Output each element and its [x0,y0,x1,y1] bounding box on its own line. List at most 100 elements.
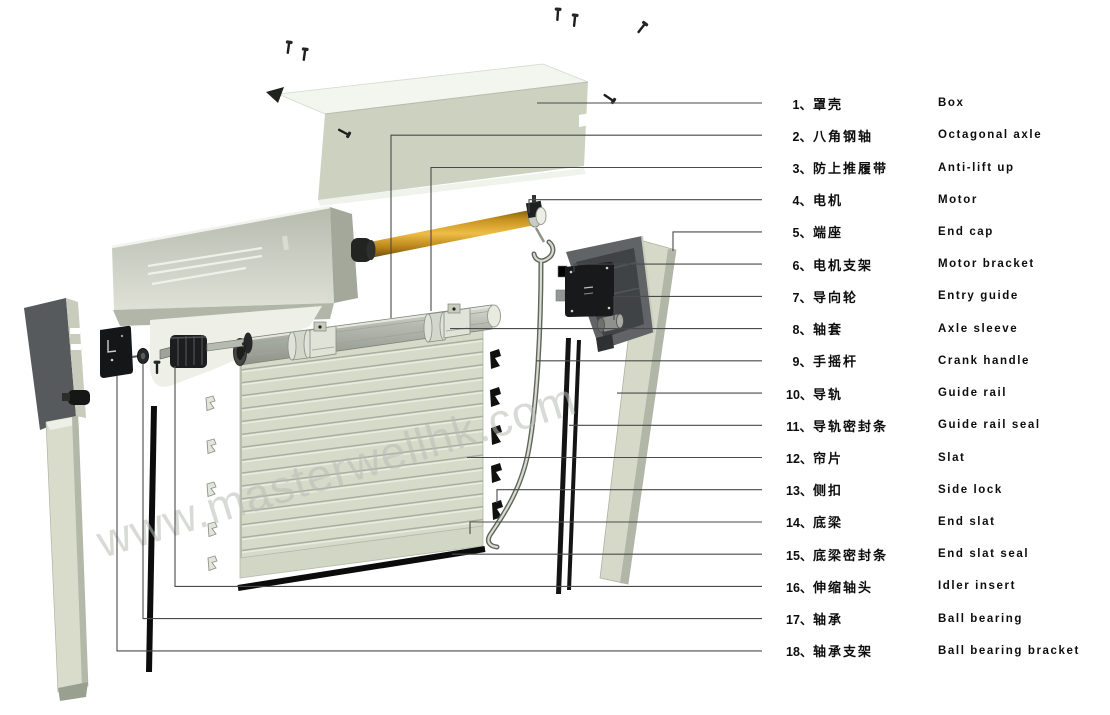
parts-list-row: 15、 底梁密封条 End slat seal [786,538,1110,570]
guide-rail-seal-left [146,406,157,672]
motor-bracket-plate [565,262,614,317]
part-name-english: Motor [938,193,978,206]
leader-end-cap [672,231,762,251]
part-name-chinese: 伸缩轴头 [813,579,874,595]
idler-insert [159,332,253,368]
parts-list-row: 14、 底梁 End slat [786,506,1110,538]
part-number: 5、 [792,226,812,241]
part-name-chinese: 导向轮 [813,289,859,305]
part-name-english: Box [938,97,965,110]
leader-anti-lift [430,166,762,311]
part-name-english: Guide rail [938,387,1008,400]
part-number: 14、 [786,516,813,531]
part-number: 17、 [786,613,813,628]
anti-lift-strap [443,303,471,339]
guide-rail-seal-right [556,338,581,594]
guide-rail-left [45,415,89,701]
part-name-chinese: 底梁密封条 [813,547,889,563]
part-number: 10、 [786,387,813,402]
part-number: 2、 [792,129,812,144]
part-name-chinese: 导轨密封条 [813,418,889,434]
leader-idler-insert [174,366,762,587]
rear-hood-panel [111,205,358,387]
leader-ball-bearing [142,363,762,620]
parts-list-row: 1、 罩壳 Box [786,87,1110,119]
part-number: 13、 [786,484,813,499]
part-name-chinese: 轴承 [813,612,844,628]
parts-list-row: 3、 防上推履带 Anti-lift up [786,151,1110,183]
end-slat [239,525,484,579]
part-name-chinese: 轴承支架 [813,644,874,660]
motor [351,195,547,262]
parts-list: 1、 罩壳 Box 2、 八角钢轴 Octagonal axle 3、 防上推履… [786,87,1110,667]
part-name-chinese: 电机支架 [813,257,874,273]
part-name-english: Octagonal axle [938,129,1043,142]
parts-list-row: 5、 端座 End cap [786,216,1110,248]
anti-lift-strap [309,321,337,359]
axle-end-cap-white [487,304,501,328]
crank-knob [62,390,90,405]
part-number: 16、 [786,580,813,595]
part-number: 15、 [786,548,813,563]
leader-motor-bracket [573,263,762,272]
part-number: 6、 [792,258,812,273]
part-name-chinese: 帘片 [813,451,844,467]
leader-octagonal-axle [390,134,762,318]
leader-ball-bearing-bracket [116,376,762,652]
part-number: 11、 [786,419,812,434]
part-name-english: Crank handle [938,354,1031,367]
leader-entry-guide [613,295,762,320]
parts-list-row: 7、 导向轮 Entry guide [786,280,1110,312]
part-name-chinese: 导轨 [813,386,844,402]
part-name-english: Guide rail seal [938,419,1041,432]
parts-list-row: 17、 轴承 Ball bearing [786,603,1110,635]
parts-list-row: 12、 帘片 Slat [786,441,1110,473]
part-name-english: Idler insert [938,580,1016,593]
leader-motor [528,199,762,213]
part-name-english: Axle sleeve [938,322,1019,335]
part-name-english: End slat [938,515,996,528]
part-name-english: End cap [938,225,994,238]
parts-list-row: 10、 导轨 Guide rail [786,377,1110,409]
part-name-chinese: 轴套 [813,322,844,338]
part-name-english: End slat seal [938,548,1030,561]
part-name-english: Side lock [938,483,1003,496]
part-name-chinese: 八角钢轴 [813,128,874,144]
box-cover [266,63,590,206]
parts-list-row: 18、 轴承支架 Ball bearing bracket [786,635,1110,667]
parts-list-row: 13、 侧扣 Side lock [786,474,1110,506]
part-name-chinese: 罩壳 [813,96,844,112]
leader-end-slat [469,521,762,534]
parts-list-row: 8、 轴套 Axle sleeve [786,313,1110,345]
part-name-english: Motor bracket [938,258,1035,271]
parts-list-row: 6、 电机支架 Motor bracket [786,248,1110,280]
part-name-english: Ball bearing bracket [938,644,1080,657]
part-name-english: Anti-lift up [938,161,1015,174]
part-number: 18、 [786,645,813,660]
crank-handle [485,227,556,550]
part-number: 12、 [786,452,813,467]
part-name-chinese: 手摇杆 [813,354,859,370]
ball-bearing [131,348,161,374]
part-number: 4、 [792,194,812,209]
axle-sleeve [287,329,313,361]
part-name-chinese: 防上推履带 [813,161,889,177]
part-number: 1、 [792,97,812,112]
part-number: 9、 [792,355,812,370]
parts-list-row: 4、 电机 Motor [786,184,1110,216]
part-number: 7、 [792,290,812,305]
part-number: 8、 [792,323,812,338]
part-name-chinese: 底梁 [813,515,844,531]
leader-side-lock [496,489,762,503]
end-cap-left [24,298,90,430]
part-name-english: Slat [938,451,966,464]
part-name-chinese: 侧扣 [813,483,844,499]
part-name-chinese: 端座 [813,225,844,241]
parts-list-row: 2、 八角钢轴 Octagonal axle [786,119,1110,151]
part-name-english: Entry guide [938,290,1019,303]
ball-bearing-bracket [100,325,133,378]
part-name-chinese: 电机 [813,193,844,209]
leader-lines [116,102,762,652]
